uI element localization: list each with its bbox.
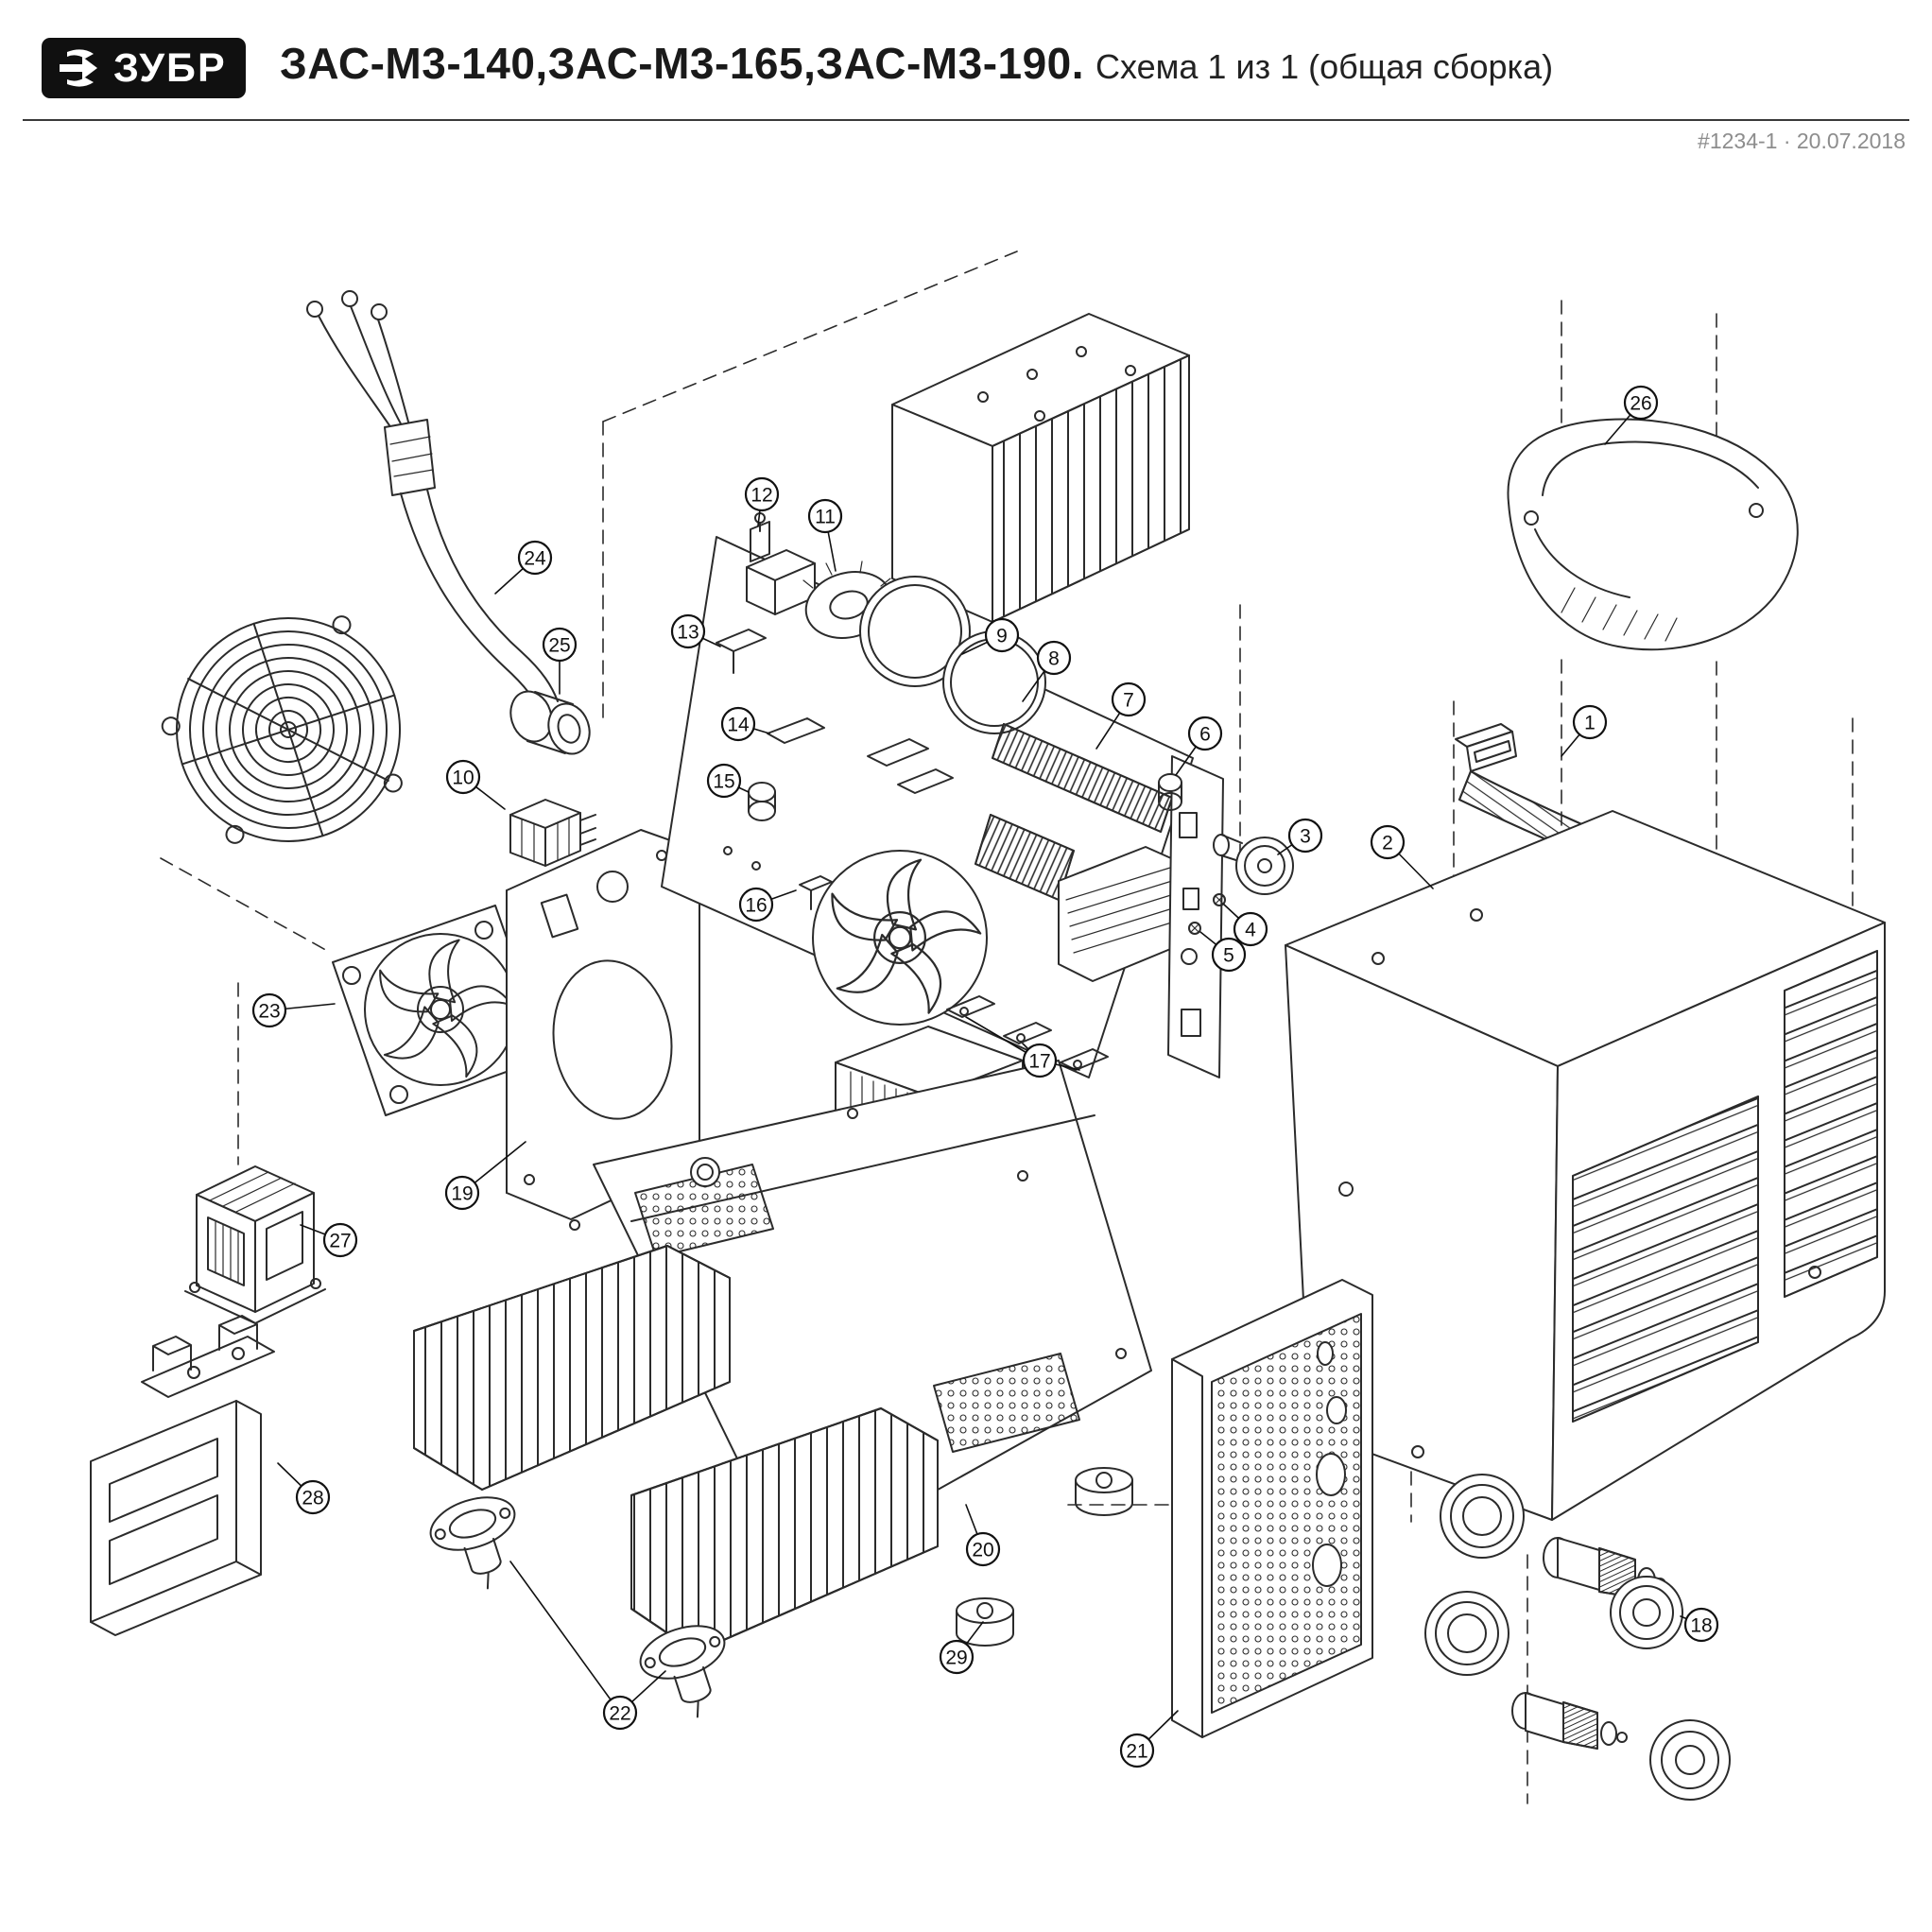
part-bottom-tray [593,1060,1152,1572]
callout-15: 15 [706,763,750,799]
zubr-logo: ЗУБР [42,38,246,98]
part-front-panel [1171,1279,1373,1738]
svg-text:15: 15 [713,771,734,793]
svg-text:28: 28 [302,1488,323,1509]
part-transformer [184,1165,326,1324]
svg-text:7: 7 [1123,690,1134,712]
part-mounting-plate [506,829,700,1231]
title-line: ЗАС-М3-140,ЗАС-М3-165,ЗАС-М3-190. Схема 1… [280,38,1553,89]
part-handle [1507,418,1799,651]
callout-19: 19 [444,1141,526,1211]
svg-text:2: 2 [1382,833,1393,854]
callout-11: 11 [807,498,843,572]
svg-text:24: 24 [524,548,546,570]
part-control-board [1158,755,1226,1078]
part-heatsink-b [630,1407,939,1653]
svg-text:19: 19 [451,1183,473,1205]
svg-text:8: 8 [1048,648,1060,670]
zubr-logo-text: ЗУБР [113,44,227,91]
svg-text:20: 20 [972,1540,993,1561]
svg-text:10: 10 [452,768,474,789]
svg-text:1: 1 [1584,713,1596,734]
svg-text:16: 16 [745,895,767,917]
callout-24: 24 [494,540,553,595]
part-fan-guard [161,615,403,844]
svg-text:25: 25 [548,635,570,657]
svg-text:12: 12 [750,485,772,507]
svg-text:9: 9 [996,626,1008,647]
page-title: ЗАС-М3-140,ЗАС-М3-165,ЗАС-М3-190. [280,39,1085,88]
callout-16: 16 [738,887,797,923]
callouts: 1234567891011121314151617181920212223242… [251,385,1719,1768]
callout-14: 14 [720,706,770,742]
svg-text:22: 22 [609,1703,630,1725]
callout-7: 7 [1095,681,1147,750]
callout-23: 23 [251,992,336,1028]
header-divider [23,119,1909,121]
part-heatsink-a [413,1245,731,1491]
svg-text:11: 11 [815,507,836,528]
part-housing-cover [1285,810,1886,1521]
svg-text:17: 17 [1028,1051,1050,1073]
svg-text:6: 6 [1199,724,1211,746]
callout-8: 8 [1022,640,1072,702]
callout-20: 20 [965,1504,1001,1567]
callout-10: 10 [445,759,506,810]
callout-29: 29 [939,1621,984,1675]
callout-25: 25 [542,627,578,695]
callout-9: 9 [961,617,1020,655]
zubr-logo-icon [60,49,97,87]
part-output-connectors [1424,1474,1731,1801]
callout-3: 3 [1277,818,1323,855]
callout-13: 13 [670,613,721,649]
callout-1: 1 [1561,704,1608,757]
svg-text:29: 29 [945,1647,967,1669]
callout-4: 4 [1223,904,1268,947]
callout-6: 6 [1175,716,1223,776]
callout-5: 5 [1199,931,1247,973]
page-subtitle: Схема 1 из 1 (общая сборка) [1095,47,1554,86]
callout-18: 18 [1680,1607,1719,1643]
callout-17: 17 [965,1016,1080,1078]
svg-text:14: 14 [727,715,750,736]
part-power-cord [306,290,559,714]
callout-26: 26 [1604,385,1659,445]
svg-text:5: 5 [1223,945,1234,967]
part-cable-gland [509,690,591,755]
callout-2: 2 [1370,824,1434,889]
svg-text:13: 13 [677,622,699,644]
svg-text:18: 18 [1690,1615,1712,1637]
callout-28: 28 [277,1462,331,1515]
part-top-heatsink [891,313,1190,623]
svg-text:26: 26 [1630,393,1651,415]
part-connector-block [509,799,596,867]
part-pcb-assembly [661,512,1194,1078]
part-bracket [90,1315,275,1636]
svg-text:21: 21 [1126,1741,1147,1763]
callout-22: 22 [509,1561,666,1731]
callout-27: 27 [300,1222,358,1258]
callout-12: 12 [744,476,780,526]
callout-21: 21 [1119,1710,1179,1768]
svg-text:27: 27 [329,1231,351,1252]
doc-reference: #1234-1 · 20.07.2018 [1698,129,1906,153]
svg-text:23: 23 [258,1001,280,1023]
svg-text:3: 3 [1300,826,1311,848]
svg-text:4: 4 [1245,920,1256,941]
part-knob [1213,834,1294,895]
